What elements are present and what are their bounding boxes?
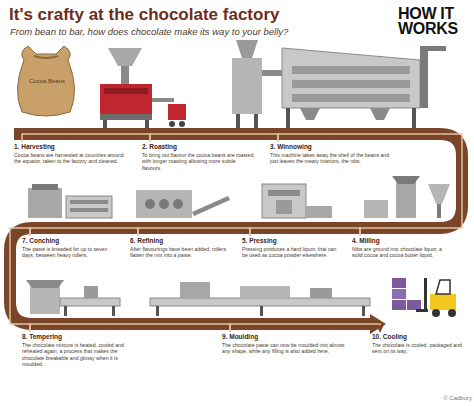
- cooling-boxes: [392, 278, 421, 310]
- title: It's crafty at the chocolate factory: [9, 5, 279, 25]
- step-heading: 9. Moulding: [222, 333, 348, 341]
- sack-label: Cocoa Beans: [28, 78, 66, 85]
- pressing-machine: [262, 184, 332, 218]
- step-description: The chocolate is cooled, packaged and se…: [372, 342, 463, 355]
- process-step: 10. CoolingThe chocolate is cooled, pack…: [370, 332, 465, 356]
- refining-machine: [136, 190, 230, 218]
- step-description: The paste is kneaded for up to seven day…: [22, 246, 118, 259]
- flow-connector: [138, 228, 250, 236]
- step-description: The chocolate paste can now be moulded i…: [222, 342, 348, 355]
- process-step: 2. RoastingTo bring out flavour the coco…: [140, 142, 258, 172]
- step-description: After flavourings have been added, rolle…: [130, 246, 230, 259]
- step-heading: 7. Conching: [22, 237, 118, 245]
- process-step: 1. HarvestingCocoa beans are harvested a…: [12, 142, 130, 166]
- step-heading: 10. Cooling: [372, 333, 463, 341]
- cocoa-sack: [17, 46, 74, 116]
- process-step: 9. MouldingThe chocolate paste can now b…: [220, 332, 350, 356]
- step-heading: 3. Winnowing: [270, 143, 396, 151]
- step-description: The chocolate mixture is heated, cooled …: [22, 342, 138, 368]
- step-heading: 4. Milling: [352, 237, 448, 245]
- step-heading: 2. Roasting: [142, 143, 256, 151]
- step-heading: 6. Refining: [130, 237, 230, 245]
- tempering-machine: [26, 280, 120, 316]
- winnowing-machine: [232, 40, 446, 128]
- process-step: 6. RefiningAfter flavourings have been a…: [128, 236, 232, 260]
- forklift: [416, 278, 456, 317]
- process-step: 8. TemperingThe chocolate mixture is hea…: [20, 332, 140, 369]
- step-description: This machine takes away the shell of the…: [270, 152, 396, 165]
- flow-connector: [30, 228, 138, 236]
- conching-machine: [28, 184, 112, 218]
- step-description: Pressing produces a hard liquor, that ca…: [242, 246, 338, 259]
- step-heading: 1. Harvesting: [14, 143, 128, 151]
- logo: HOW IT WORKS: [398, 6, 472, 36]
- roaster-machine: [100, 48, 186, 128]
- credit: © Cadbury: [424, 395, 472, 401]
- moulding-conveyor: [150, 282, 370, 316]
- subtitle: From bean to bar, how does chocolate mak…: [10, 26, 350, 37]
- flow-connector: [230, 324, 380, 332]
- milling-machine: [364, 176, 450, 218]
- flow-connector: [30, 324, 230, 332]
- flow-connector: [250, 228, 360, 236]
- flow-connector: [150, 134, 278, 142]
- flow-connector: [22, 134, 150, 142]
- process-step: 3. WinnowingThis machine takes away the …: [268, 142, 398, 166]
- step-description: Cocoa beans are harvested at countries a…: [14, 152, 128, 165]
- step-heading: 5. Pressing: [242, 237, 338, 245]
- step-description: To bring out flavour the cocoa beans are…: [142, 152, 256, 172]
- process-step: 4. MillingNibs are ground into chocolate…: [350, 236, 450, 260]
- process-step: 5. PressingPressing produces a hard liqu…: [240, 236, 340, 260]
- step-description: Nibs are ground into chocolate liquor, a…: [352, 246, 448, 259]
- process-step: 7. ConchingThe paste is kneaded for up t…: [20, 236, 120, 260]
- process-band: [10, 134, 462, 324]
- step-heading: 8. Tempering: [22, 333, 138, 341]
